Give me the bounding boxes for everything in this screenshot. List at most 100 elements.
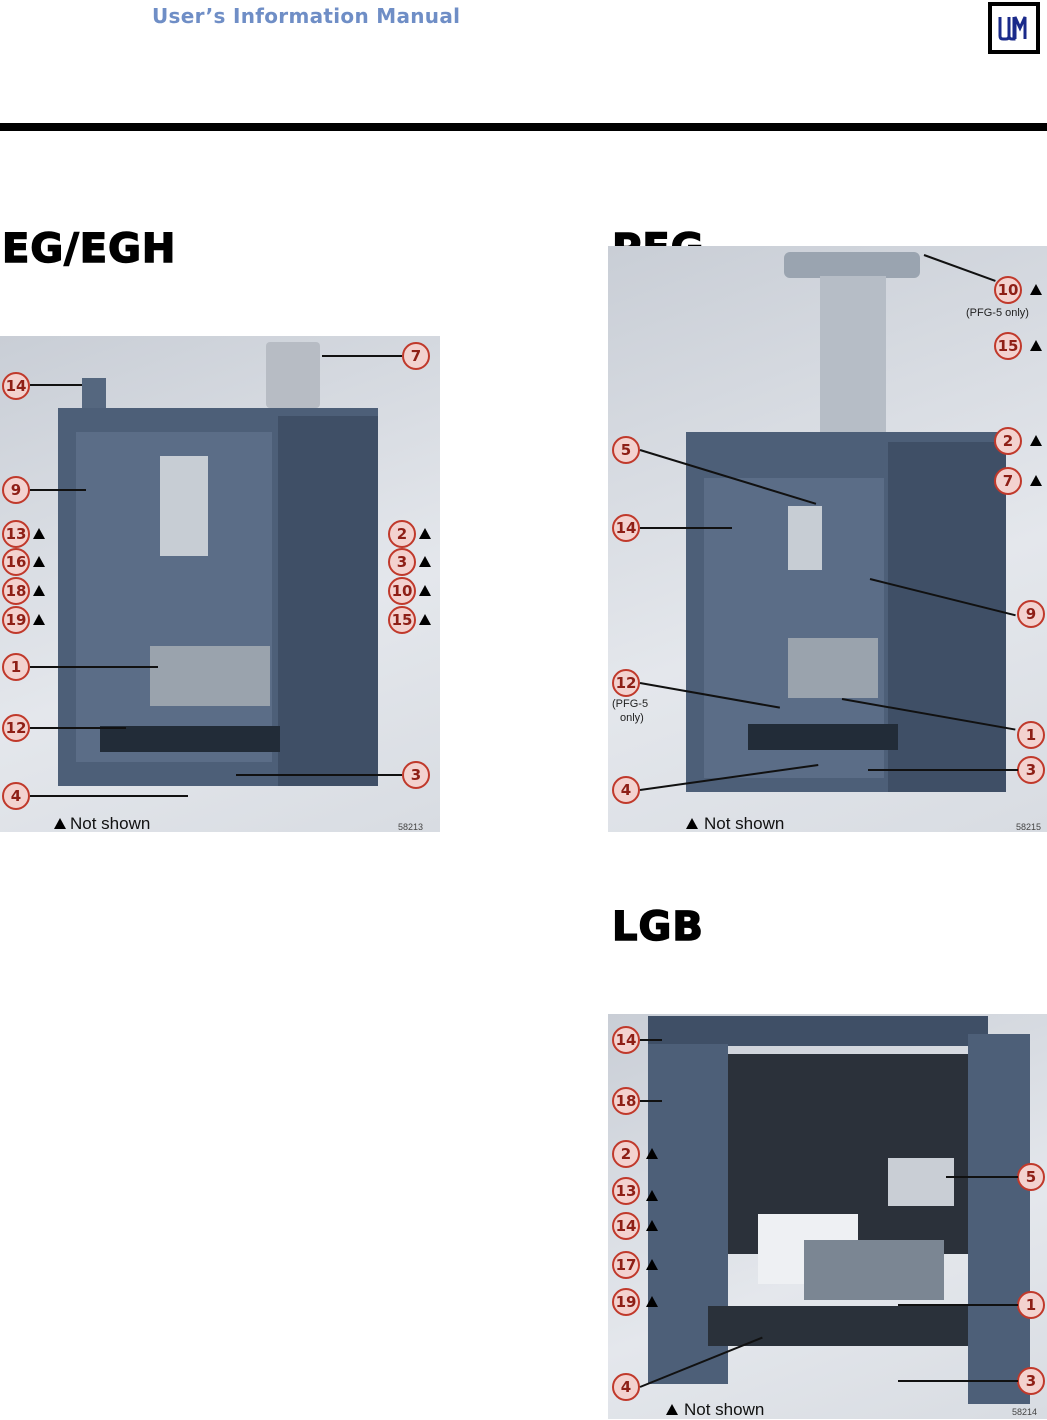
callout: 7 bbox=[994, 467, 1022, 495]
section-title-eg: EG/EGH bbox=[2, 226, 176, 272]
pfg-figure: 5 14 12 (PFG-5 only) 4 10 (PFG-5 only) 1… bbox=[608, 246, 1047, 836]
callout: 5 bbox=[1017, 1163, 1045, 1191]
callout: 4 bbox=[612, 1373, 640, 1401]
callout: 3 bbox=[1017, 756, 1045, 784]
not-shown-marker bbox=[54, 818, 66, 829]
not-shown-marker bbox=[646, 1190, 658, 1201]
not-shown-marker bbox=[1030, 435, 1042, 446]
leader-line bbox=[30, 384, 82, 386]
callout: 9 bbox=[2, 476, 30, 504]
callout: 4 bbox=[2, 782, 30, 810]
callout: 5 bbox=[612, 436, 640, 464]
callout: 16 bbox=[2, 548, 30, 576]
not-shown-marker bbox=[1030, 475, 1042, 486]
not-shown-note: Not shown bbox=[704, 814, 784, 834]
callout: 19 bbox=[2, 606, 30, 634]
header-title: User’s Information Manual bbox=[152, 4, 460, 28]
callout: 12 bbox=[2, 714, 30, 742]
not-shown-marker bbox=[33, 585, 45, 596]
lgb-controls bbox=[888, 1158, 954, 1206]
callout: 4 bbox=[612, 776, 640, 804]
callout: 2 bbox=[994, 427, 1022, 455]
leader-line bbox=[640, 1100, 662, 1102]
eg-gas-valve bbox=[150, 646, 270, 706]
leader-line bbox=[898, 1304, 1018, 1306]
callout: 2 bbox=[612, 1140, 640, 1168]
pfg5-only-note: only) bbox=[620, 712, 644, 724]
callout: 2 bbox=[388, 520, 416, 548]
pfg-gas-valve bbox=[788, 638, 878, 698]
pfg-control bbox=[788, 506, 822, 570]
section-title-lgb: LGB bbox=[612, 904, 704, 950]
callout: 13 bbox=[612, 1177, 640, 1205]
not-shown-marker bbox=[686, 818, 698, 829]
not-shown-marker bbox=[666, 1404, 678, 1415]
eg-cabinet-side bbox=[278, 416, 378, 786]
callout: 15 bbox=[994, 332, 1022, 360]
not-shown-marker bbox=[646, 1259, 658, 1270]
eg-label-plate bbox=[160, 456, 208, 556]
leader-line bbox=[898, 1380, 1018, 1382]
not-shown-marker bbox=[646, 1220, 658, 1231]
not-shown-marker bbox=[419, 556, 431, 567]
callout: 14 bbox=[2, 372, 30, 400]
leader-line bbox=[30, 666, 158, 668]
callout: 18 bbox=[612, 1087, 640, 1115]
callout: 17 bbox=[612, 1251, 640, 1279]
leader-line bbox=[640, 527, 732, 529]
leader-line bbox=[30, 795, 188, 797]
callout: 7 bbox=[402, 342, 430, 370]
callout: 3 bbox=[402, 761, 430, 789]
not-shown-marker bbox=[33, 556, 45, 567]
leader-line bbox=[322, 355, 402, 357]
eg-figure: 14 9 13 16 18 19 1 12 4 7 2 3 10 15 3 No… bbox=[0, 336, 440, 836]
leader-line bbox=[30, 489, 86, 491]
callout: 1 bbox=[1017, 721, 1045, 749]
callout: 12 bbox=[612, 669, 640, 697]
callout: 9 bbox=[1017, 600, 1045, 628]
not-shown-marker bbox=[33, 528, 45, 539]
eg-burners bbox=[100, 726, 280, 752]
callout: 19 bbox=[612, 1288, 640, 1316]
photo-code: 58214 bbox=[1012, 1407, 1037, 1417]
leader-line bbox=[640, 1039, 662, 1041]
callout: 14 bbox=[612, 1212, 640, 1240]
callout: 3 bbox=[1017, 1367, 1045, 1395]
header-rule bbox=[0, 123, 1047, 131]
leader-line bbox=[946, 1176, 1018, 1178]
not-shown-marker bbox=[1030, 340, 1042, 351]
wm-logo-mark bbox=[998, 14, 1030, 42]
not-shown-marker bbox=[1030, 284, 1042, 295]
callout: 14 bbox=[612, 1026, 640, 1054]
leader-line bbox=[30, 727, 126, 729]
callout: 1 bbox=[1017, 1291, 1045, 1319]
callout: 13 bbox=[2, 520, 30, 548]
not-shown-marker bbox=[646, 1148, 658, 1159]
eg-vent-collar bbox=[266, 342, 320, 408]
callout: 15 bbox=[388, 606, 416, 634]
not-shown-marker bbox=[419, 528, 431, 539]
not-shown-marker bbox=[419, 585, 431, 596]
leader-line bbox=[236, 774, 402, 776]
callout: 18 bbox=[2, 577, 30, 605]
pfg-vent-cap bbox=[784, 252, 920, 278]
lgb-burners bbox=[708, 1306, 968, 1346]
callout: 10 bbox=[994, 276, 1022, 304]
leader-line bbox=[868, 769, 1018, 771]
lgb-gas-valve bbox=[804, 1240, 944, 1300]
pfg-burners bbox=[748, 724, 898, 750]
lgb-cabinet-top bbox=[648, 1016, 988, 1046]
callout: 1 bbox=[2, 653, 30, 681]
callout: 10 bbox=[388, 577, 416, 605]
lgb-cabinet-right bbox=[968, 1034, 1030, 1404]
not-shown-note: Not shown bbox=[684, 1400, 764, 1420]
not-shown-marker bbox=[33, 614, 45, 625]
pfg5-only-note: (PFG-5 only) bbox=[966, 307, 1029, 319]
pfg5-only-note: (PFG-5 bbox=[612, 698, 648, 710]
callout: 3 bbox=[388, 548, 416, 576]
eg-junction-box bbox=[82, 378, 106, 408]
not-shown-marker bbox=[419, 614, 431, 625]
pfg-cabinet-side bbox=[888, 442, 1006, 792]
photo-code: 58215 bbox=[1016, 822, 1041, 832]
not-shown-marker bbox=[646, 1296, 658, 1307]
